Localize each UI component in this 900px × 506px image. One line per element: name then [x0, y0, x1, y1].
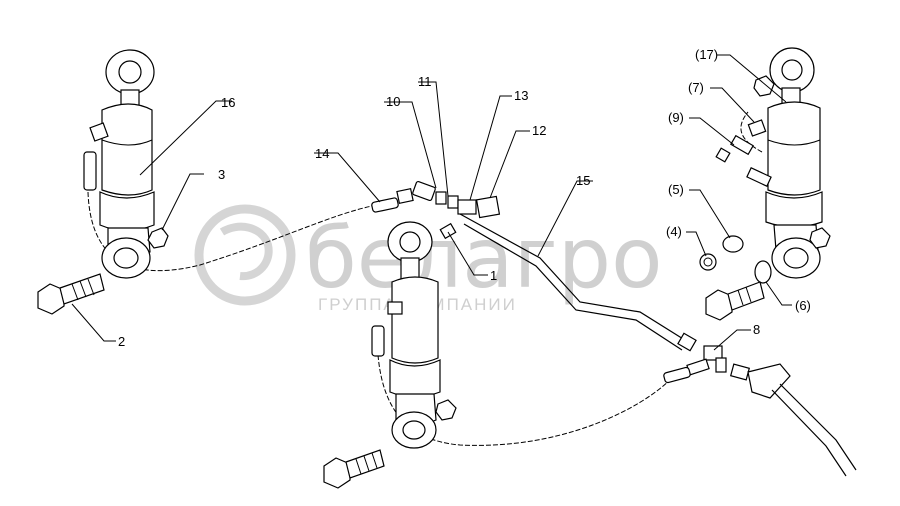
label-16: 16 — [221, 95, 235, 110]
fitting-assembly-top — [371, 180, 501, 240]
label-14: 14 — [315, 146, 329, 161]
hose-center — [377, 354, 673, 446]
plate-12 — [475, 195, 501, 219]
bolt-head — [37, 283, 65, 315]
label-17: (17) — [695, 47, 718, 62]
tee-8-assembly — [663, 345, 857, 477]
washer-4 — [699, 253, 717, 271]
cylinder-body-center — [391, 276, 439, 364]
bolt-2 — [37, 273, 105, 315]
bracket-right — [747, 363, 791, 399]
hose-end-14 — [371, 197, 399, 213]
label-4: (4) — [666, 224, 682, 239]
label-9: (9) — [668, 110, 684, 125]
label-12: 12 — [532, 123, 546, 138]
port-fitting — [89, 122, 109, 142]
pipe-15 — [459, 213, 697, 352]
cylinder-center — [371, 221, 457, 449]
watermark-logo-ring — [194, 204, 296, 306]
tee-8 — [703, 345, 723, 361]
hose-fitting-center — [371, 325, 385, 357]
bushing-5 — [722, 235, 744, 253]
bolt-center — [323, 449, 385, 489]
hose-right — [740, 111, 763, 153]
label-10: 10 — [386, 94, 400, 109]
label-15: 15 — [576, 173, 590, 188]
label-6: (6) — [795, 298, 811, 313]
label-7: (7) — [688, 80, 704, 95]
hose-left — [87, 191, 373, 272]
rod-eye-hole — [118, 60, 142, 84]
cylinder-body — [101, 103, 153, 196]
label-11: 11 — [418, 74, 432, 89]
bolt-shank — [59, 273, 105, 305]
label-8: 8 — [753, 322, 760, 337]
fitting-7 — [747, 119, 767, 137]
label-5: (5) — [668, 182, 684, 197]
label-13: 13 — [514, 88, 528, 103]
bolt-right — [705, 281, 765, 321]
cylinder-left — [83, 49, 169, 279]
callout-labels: 16 3 2 14 10 11 13 12 15 1 8 (17) (7) (9… — [118, 47, 811, 349]
watermark-brand: белагро — [305, 209, 663, 307]
label-2: 2 — [118, 334, 125, 349]
clevis-hole — [113, 247, 139, 269]
hoses — [87, 111, 763, 446]
leader-lines — [71, 54, 792, 351]
label-3: 3 — [218, 167, 225, 182]
fitting-9 — [730, 134, 754, 156]
hose-fitting-left — [83, 151, 97, 191]
cylinder-band — [99, 191, 155, 232]
nut-17 — [753, 75, 775, 97]
watermark-logo-swoosh — [219, 222, 273, 281]
label-1: 1 — [490, 268, 497, 283]
nut-3 — [147, 227, 169, 249]
cylinder-right — [699, 47, 831, 284]
washer-6 — [754, 260, 772, 284]
clamp-13 — [457, 199, 477, 215]
